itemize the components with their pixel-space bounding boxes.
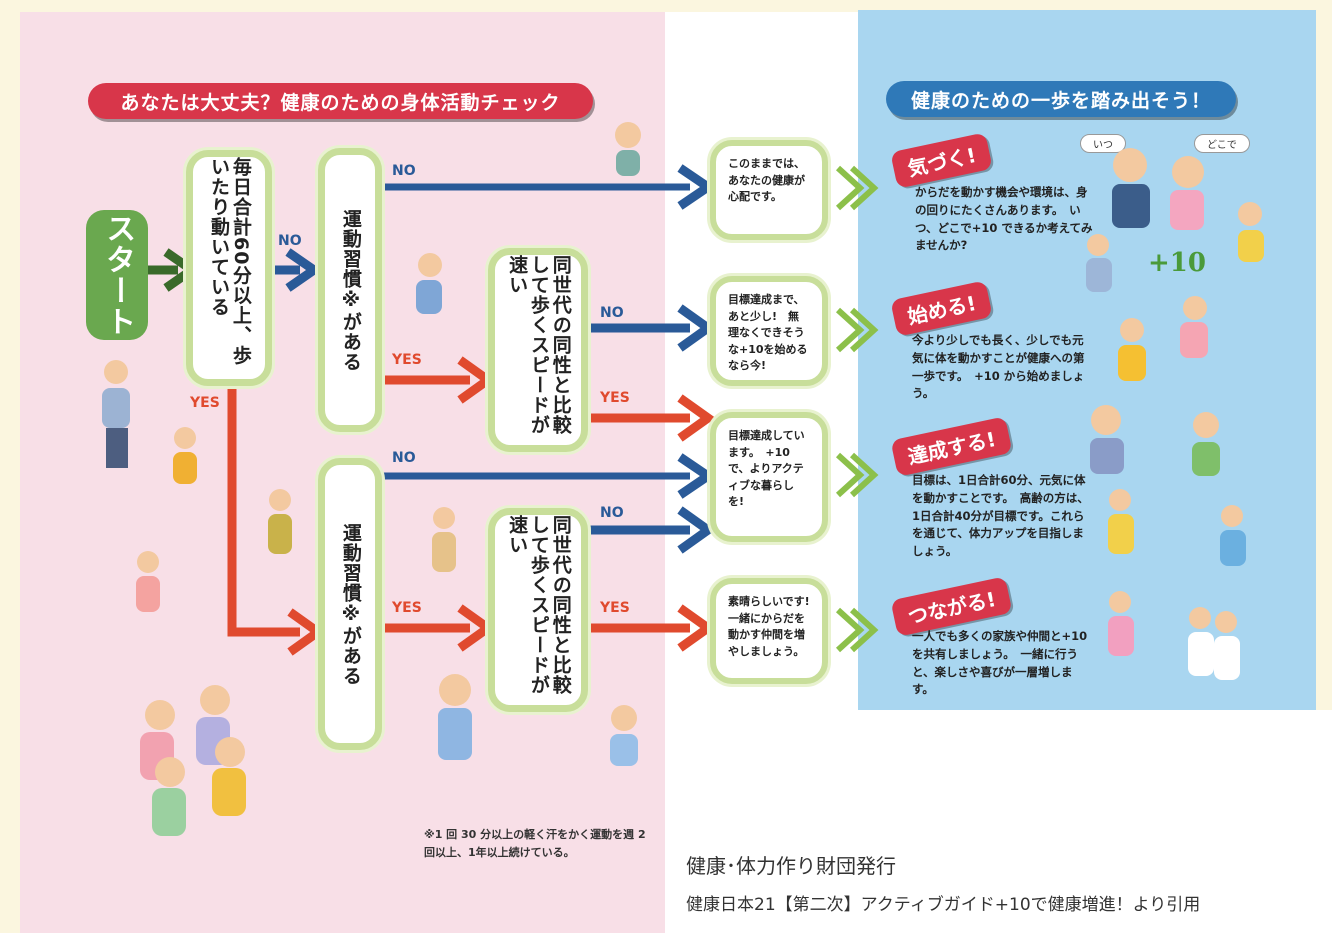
- label-yes: YES: [600, 390, 630, 406]
- question-speed-2: 同世代の同性と比較して歩くスピードが速い: [488, 508, 588, 712]
- question-speed-2-text: 同世代の同性と比較して歩くスピードが速い: [506, 515, 572, 695]
- label-no: NO: [600, 505, 624, 521]
- source-line: 健康日本21【第二次】アクティブガイド+10で健康増進！より引用: [686, 895, 1201, 915]
- when-bubble: いつ: [1080, 134, 1126, 153]
- no-arrow-habit1: [378, 164, 717, 210]
- label-no: NO: [600, 305, 624, 321]
- label-yes: YES: [600, 600, 630, 616]
- label-no: NO: [392, 163, 416, 179]
- no-arrow-speed2: [590, 506, 716, 554]
- question-daily-activity-text: 毎日合計60分以上、歩いたり動いている: [208, 157, 252, 366]
- no-arrow-habit2: [378, 453, 717, 499]
- result-box-4: 素晴らしいです!一緒にからだを動かす仲間を増やしましょう。: [710, 578, 828, 684]
- label-no: NO: [392, 450, 416, 466]
- no-arrow-speed1: [590, 304, 716, 352]
- checklist-title: あなたは大丈夫？健康のための身体活動チェック: [88, 83, 593, 119]
- result-box-3: 目標達成しています。 +10で、よりアクティブな暮らしを!: [710, 412, 828, 542]
- question-habit-1-text: 運動習慣※がある: [339, 208, 362, 372]
- start-box: スタート: [86, 210, 148, 340]
- label-yes: YES: [190, 395, 220, 411]
- where-bubble: どこで: [1194, 134, 1250, 153]
- question-habit-2-text: 運動習慣※がある: [339, 522, 362, 686]
- question-daily-activity: 毎日合計60分以上、歩いたり動いている: [186, 150, 272, 386]
- yes-arrow-speed1: [590, 394, 716, 442]
- action-title: 健康のための一歩を踏み出そう！: [886, 81, 1236, 117]
- label-yes: YES: [392, 600, 422, 616]
- no-arrow-q1: [270, 248, 322, 292]
- label-yes: YES: [392, 352, 422, 368]
- step-aware-text: からだを動かす機会や環境は、身の回りにたくさんあります。 いつ、どこで+10 で…: [915, 185, 1093, 253]
- result-4-text: 素晴らしいです!一緒にからだを動かす仲間を増やしましょう。: [728, 595, 810, 658]
- result-3-text: 目標達成しています。 +10で、よりアクティブな暮らしを!: [728, 429, 805, 508]
- result-box-1: このままでは、あなたの健康が心配です。: [710, 140, 828, 240]
- step-achieve-text: 目標は、1日合計60分、元気に体を動かすことです。 高齢の方は、1日合計40分が…: [912, 473, 1089, 559]
- start-label: スタート: [100, 213, 136, 337]
- step-start-text: 今より少しでも長く、少しでも元気に体を動かすことが健康への第一歩です。 +10 …: [912, 333, 1085, 401]
- question-habit-1: 運動習慣※がある: [318, 148, 382, 432]
- publisher-line: 健康･体力作り財団発行: [686, 854, 896, 878]
- result-2-text: 目標達成まで、あと少し! 無理なくできそうな+10を始めるなら今!: [728, 293, 808, 372]
- result-1-text: このままでは、あなたの健康が心配です。: [728, 157, 805, 203]
- yes-arrow-speed2: [590, 604, 716, 652]
- result-chevrons: [835, 165, 879, 653]
- step-connect-text: 一人でも多くの家族や仲間と+10 を共有しましょう。 一緒に行うと、楽しさや喜び…: [912, 629, 1088, 697]
- plus10-label: +10: [1148, 248, 1206, 278]
- question-speed-1-text: 同世代の同性と比較して歩くスピードが速い: [506, 255, 572, 435]
- person-illustration: [102, 122, 1264, 836]
- footer-area: [858, 710, 1332, 933]
- result-box-2: 目標達成まで、あと少し! 無理なくできそうな+10を始めるなら今!: [710, 276, 828, 386]
- exercise-footnote: ※1 回 30 分以上の軽く汗をかく運動を週 2 回以上、1年以上続けている。: [424, 828, 646, 859]
- label-no: NO: [278, 233, 302, 249]
- question-habit-2: 運動習慣※がある: [318, 458, 382, 750]
- question-speed-1: 同世代の同性と比較して歩くスピードが速い: [488, 248, 588, 452]
